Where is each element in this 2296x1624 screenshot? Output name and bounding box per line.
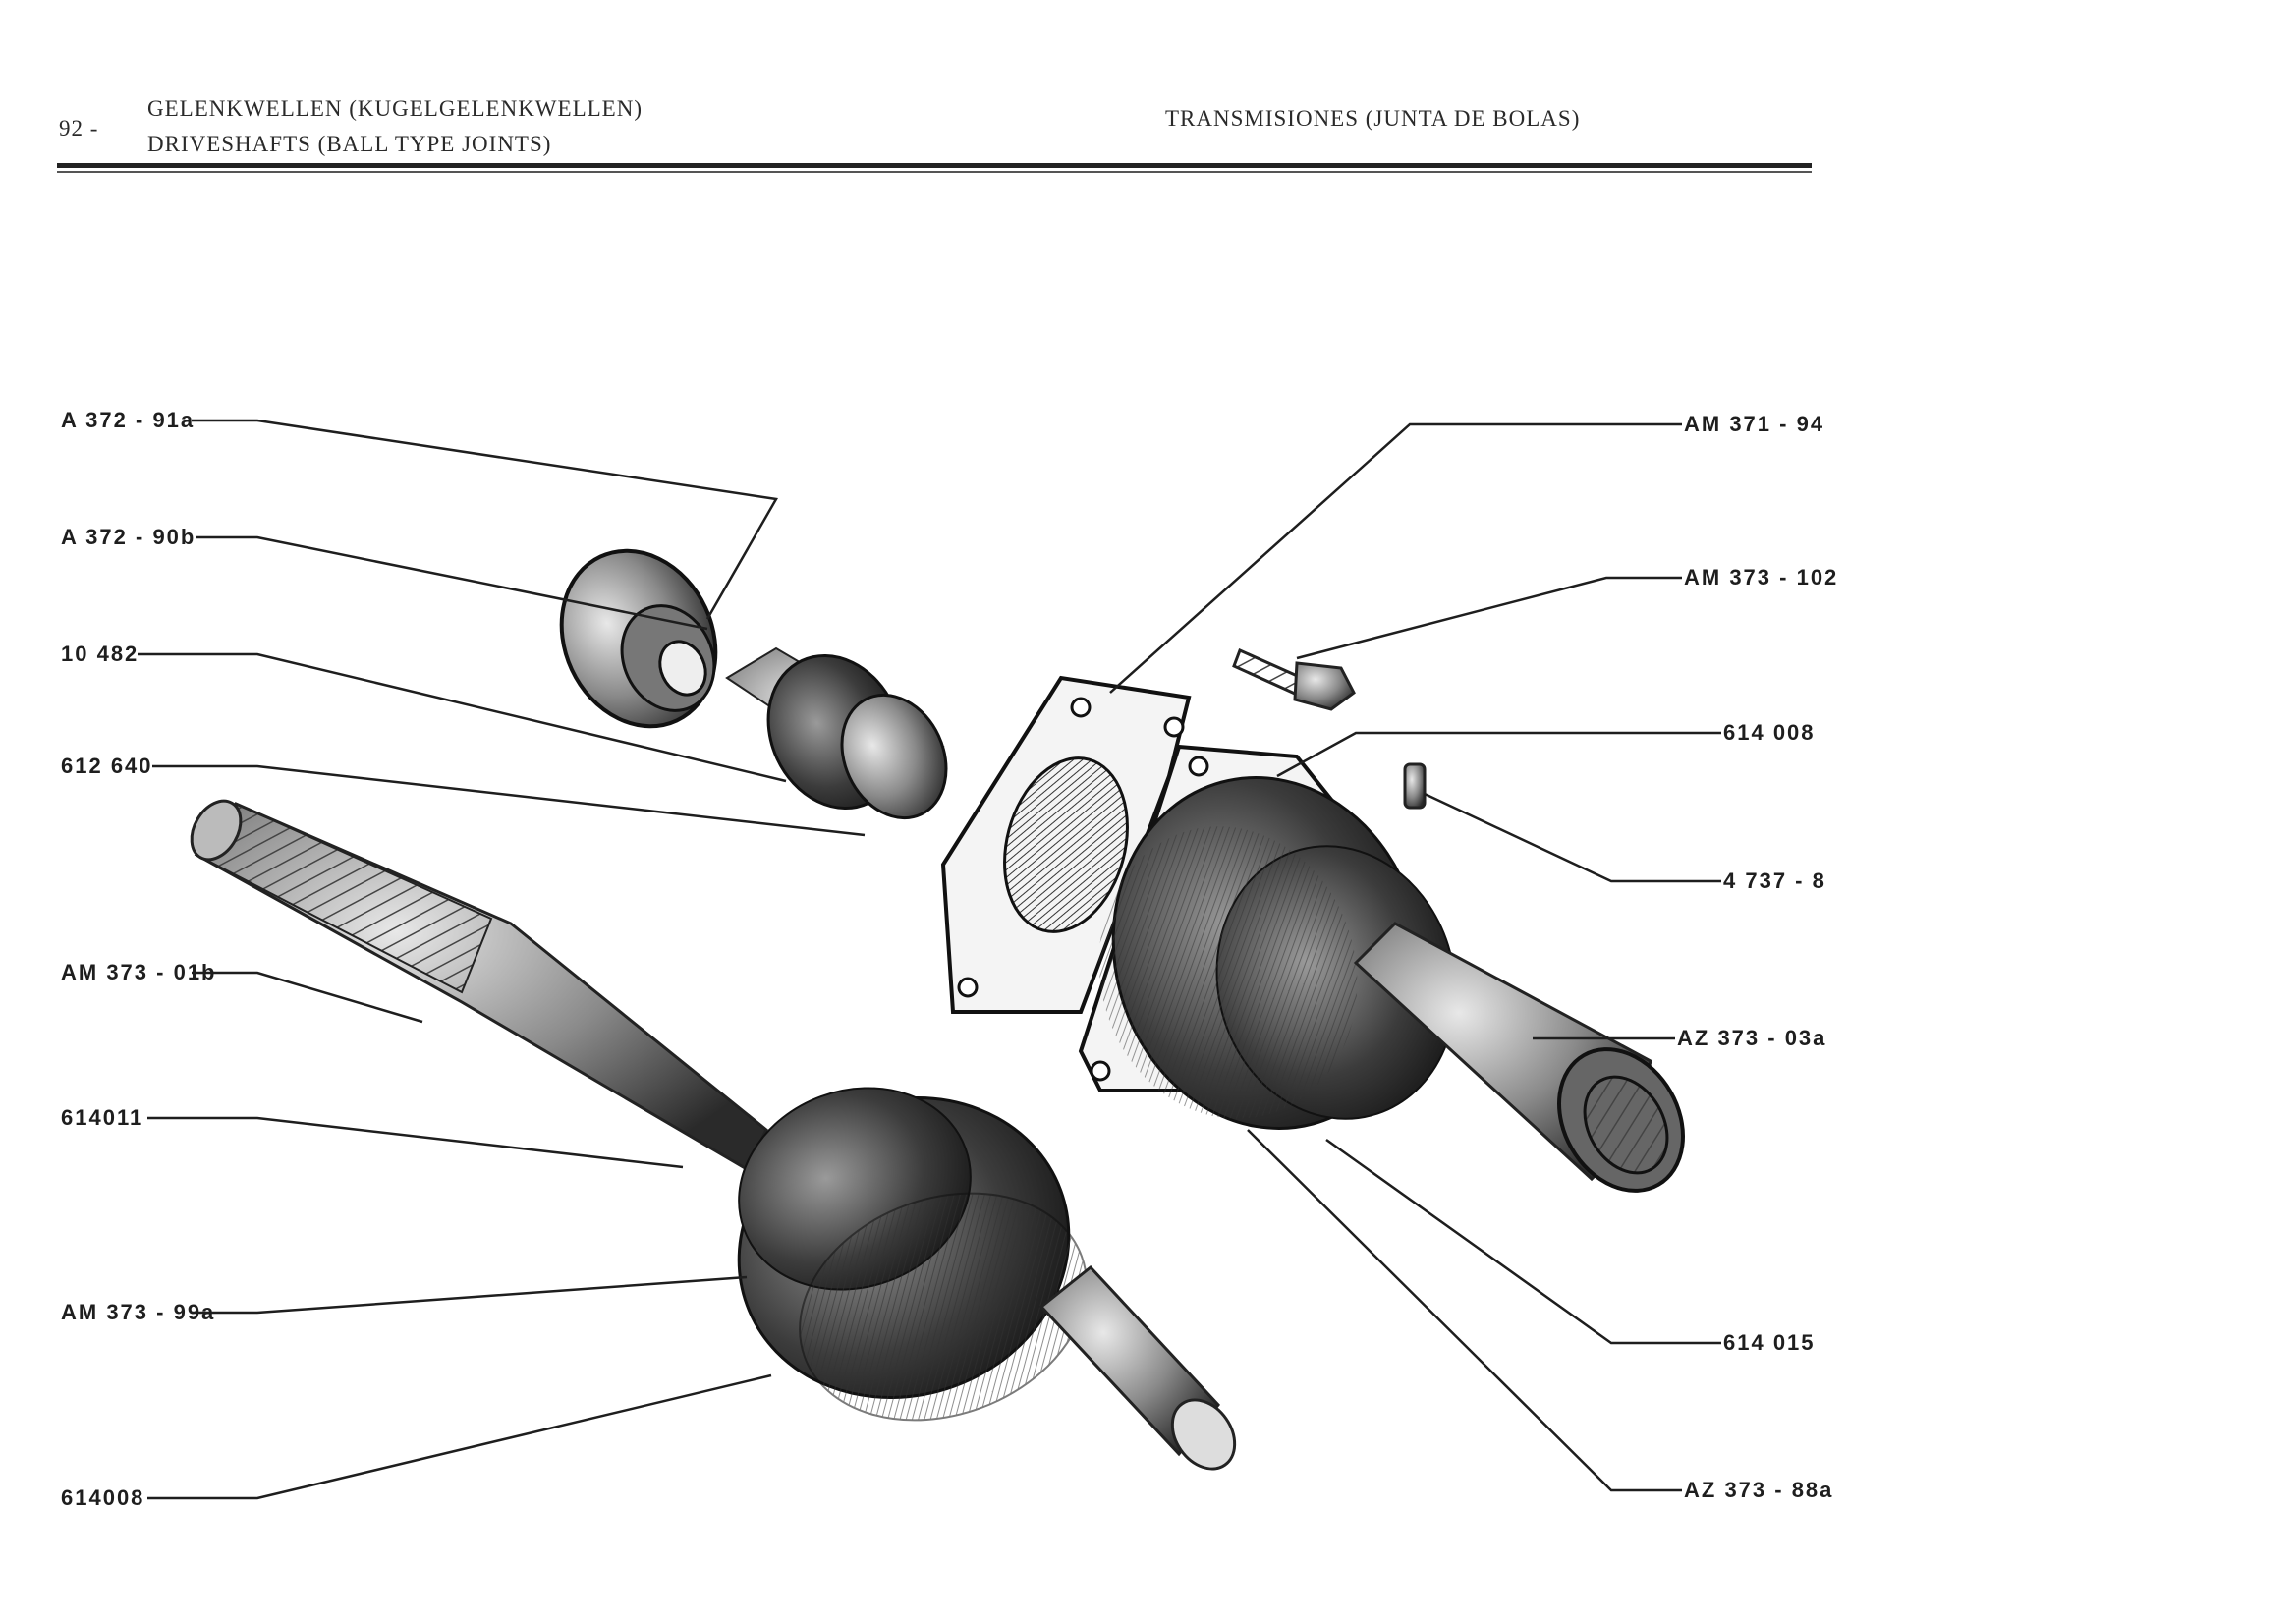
header-rule-thin [57,171,1812,173]
callout-right-5: AZ 373 - 03a [1677,1026,1827,1050]
nut-and-ring [559,548,718,729]
title-english: DRIVESHAFTS (BALL TYPE JOINTS) [147,132,552,156]
callout-left-3: 10 482 [61,642,140,666]
callout-left-4: 612 640 [61,754,153,778]
callout-right-1: AM 371 - 94 [1684,412,1825,436]
upper-cv-joint [1098,776,1685,1193]
callout-left-7: AM 373 - 99a [61,1300,216,1324]
callout-left-2: A 372 - 90b [61,525,196,549]
leader-lines-left [138,419,866,1500]
page-number: 92 - [59,116,99,140]
callout-right-7: AZ 373 - 88a [1684,1478,1834,1502]
callout-left-6: 614011 [61,1105,144,1130]
title-german: GELENKWELLEN (KUGELGELENKWELLEN) [147,96,643,121]
leader-lines-right [1109,422,1721,1492]
callout-right-4: 4 737 - 8 [1723,868,1826,893]
callout-left-5: AM 373 - 01b [61,960,217,984]
bearing-assembly [725,646,948,820]
callout-left-1: A 372 - 91a [61,408,196,432]
callout-right-3: 614 008 [1723,720,1816,745]
callout-right-6: 614 015 [1723,1330,1816,1355]
callout-right-2: AM 373 - 102 [1684,565,1839,589]
title-spanish: TRANSMISIONES (JUNTA DE BOLAS) [1165,106,1581,131]
header-rule [57,163,1812,168]
splined-shaft [190,799,768,1172]
callout-left-8: 614008 [61,1485,145,1510]
bolt-and-nipple [1232,647,1427,810]
lower-cv-joint [737,1087,1237,1471]
